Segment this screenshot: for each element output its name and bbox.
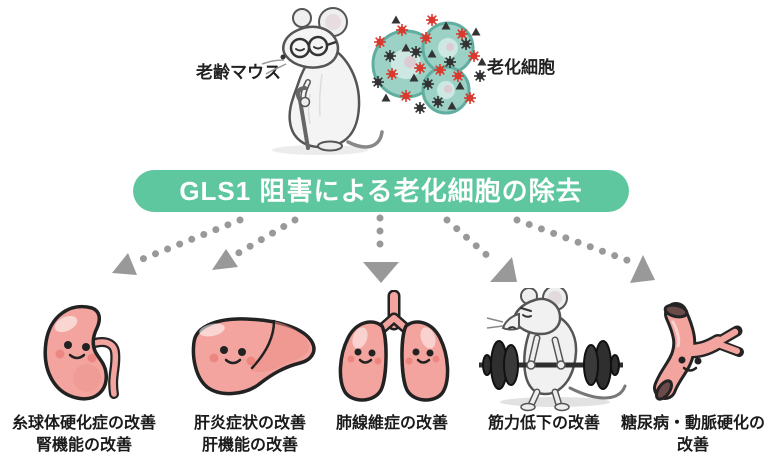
gls1-banner: GLS1 阻害による老化細胞の除去 xyxy=(133,170,629,212)
caption-line: 肝炎症状の改善 xyxy=(193,415,306,432)
arrowhead-icon xyxy=(630,255,655,283)
arrowhead-icon xyxy=(490,257,517,282)
outcome-caption-vessel: 糖尿病・動脈硬化の 改善 xyxy=(612,413,774,457)
dotted-arrow-4 xyxy=(443,216,494,262)
lungs-icon xyxy=(338,290,450,402)
arrowhead-icon xyxy=(212,249,238,270)
outcome-caption-kidney: 糸球体硬化症の改善 腎機能の改善 xyxy=(0,413,168,457)
aged-mouse-illustration xyxy=(261,7,384,155)
dotted-arrow-5 xyxy=(513,216,636,266)
caption-line: 腎機能の改善 xyxy=(35,437,132,454)
dotted-arrow-2 xyxy=(226,216,299,262)
senescent-cells-label: 老化細胞 xyxy=(487,58,555,77)
outcome-caption-liver: 肝炎症状の改善 肝機能の改善 xyxy=(166,413,334,457)
caption-line: 肝機能の改善 xyxy=(201,437,298,454)
senescent-cells-illustration xyxy=(371,13,487,115)
aged-mouse-label: 老齢マウス xyxy=(196,63,281,82)
outcome-caption-lung: 肺線維症の改善 xyxy=(318,413,466,435)
caption-line: 改善 xyxy=(676,437,709,454)
dotted-arrow-1 xyxy=(136,216,244,264)
arrowhead-icon xyxy=(363,262,399,283)
caption-line: 筋力低下の改善 xyxy=(487,415,600,432)
blood-vessel-icon xyxy=(653,302,744,401)
liver-icon xyxy=(191,317,316,396)
kidney-icon xyxy=(43,304,121,401)
caption-line: 糖尿病・動脈硬化の xyxy=(620,415,765,432)
outcome-caption-muscle: 筋力低下の改善 xyxy=(464,413,624,435)
fanout-arrows xyxy=(112,214,655,283)
weightlifting-mouse-icon xyxy=(479,288,627,412)
caption-line: 糸球体硬化症の改善 xyxy=(11,415,156,432)
caption-line: 肺線維症の改善 xyxy=(335,415,448,432)
arrowhead-icon xyxy=(112,253,137,275)
